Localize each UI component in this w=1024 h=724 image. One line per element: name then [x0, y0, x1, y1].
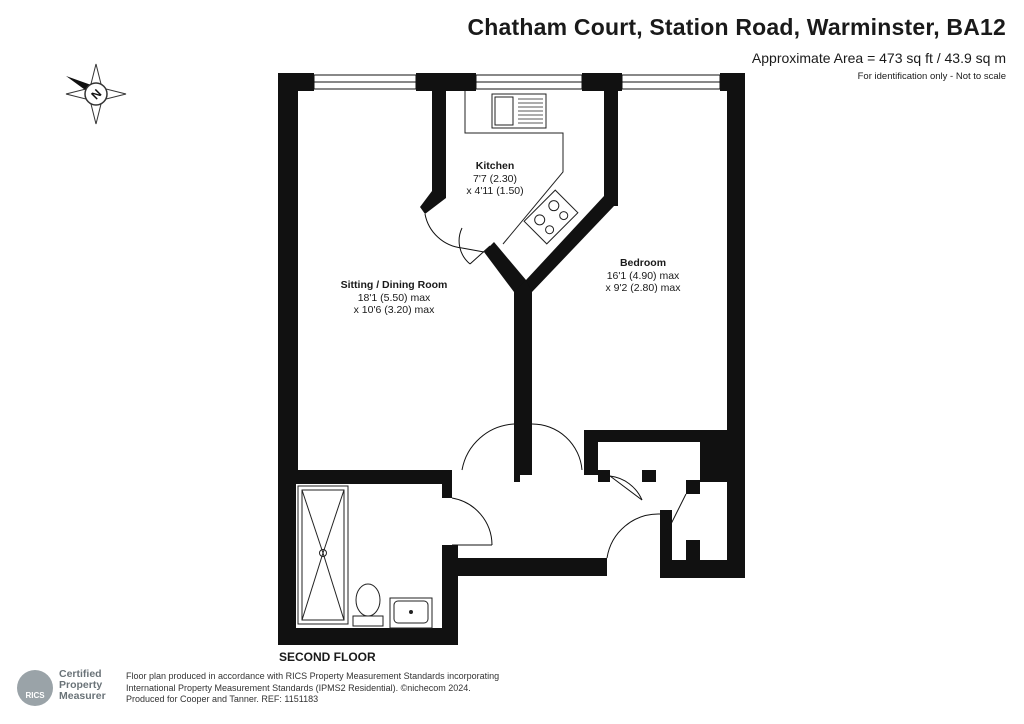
footer-line-1: Floor plan produced in accordance with R… — [126, 671, 500, 681]
kitchen-dim-1: 7'7 (2.30) — [472, 172, 518, 185]
door-swings — [424, 213, 687, 559]
rics-badge-line-2: Property — [59, 679, 103, 691]
compass-icon: N — [65, 63, 127, 125]
sitting-room-dim-1: 18'1 (5.50) max — [357, 291, 431, 304]
property-title: Chatham Court, Station Road, Warminster,… — [467, 14, 1006, 40]
rics-certified-badge: RICS Certified Property Measurer — [15, 668, 125, 708]
identification-note: For identification only - Not to scale — [857, 71, 1006, 82]
footer-line-3: Produced for Cooper and Tanner. REF: 115… — [126, 694, 319, 704]
windows — [313, 74, 721, 90]
bedroom-label: Bedroom 16'1 (4.90) max x 9'2 (2.80) max — [588, 257, 698, 295]
bedroom-name: Bedroom — [619, 257, 667, 269]
rics-badge-text: Certified Property Measurer — [59, 669, 106, 702]
approximate-area: Approximate Area = 473 sq ft / 43.9 sq m — [751, 50, 1006, 66]
sitting-room-label: Sitting / Dining Room 18'1 (5.50) max x … — [324, 279, 464, 317]
sitting-room-name: Sitting / Dining Room — [340, 279, 448, 291]
footer-text: Floor plan produced in accordance with R… — [126, 671, 499, 706]
bathroom-fixtures — [297, 485, 433, 629]
kitchen-dim-2: x 4'11 (1.50) — [466, 185, 524, 197]
rics-badge-line-3: Measurer — [59, 690, 106, 702]
bedroom-dim-1: 16'1 (4.90) max — [606, 269, 680, 282]
outer-walls — [278, 73, 745, 645]
sitting-room-dim-2: x 10'6 (3.20) max — [353, 304, 435, 316]
rics-badge-line-1: Certified — [59, 668, 102, 680]
kitchen-name: Kitchen — [475, 160, 515, 172]
bedroom-dim-2: x 9'2 (2.80) max — [605, 282, 681, 294]
footer-line-2: International Property Measurement Stand… — [126, 682, 471, 693]
kitchen-fixtures — [464, 91, 579, 245]
kitchen-label: Kitchen 7'7 (2.30) x 4'11 (1.50) — [455, 160, 535, 198]
rics-logo-icon: RICS — [17, 670, 53, 706]
floor-label: SECOND FLOOR — [279, 650, 376, 664]
